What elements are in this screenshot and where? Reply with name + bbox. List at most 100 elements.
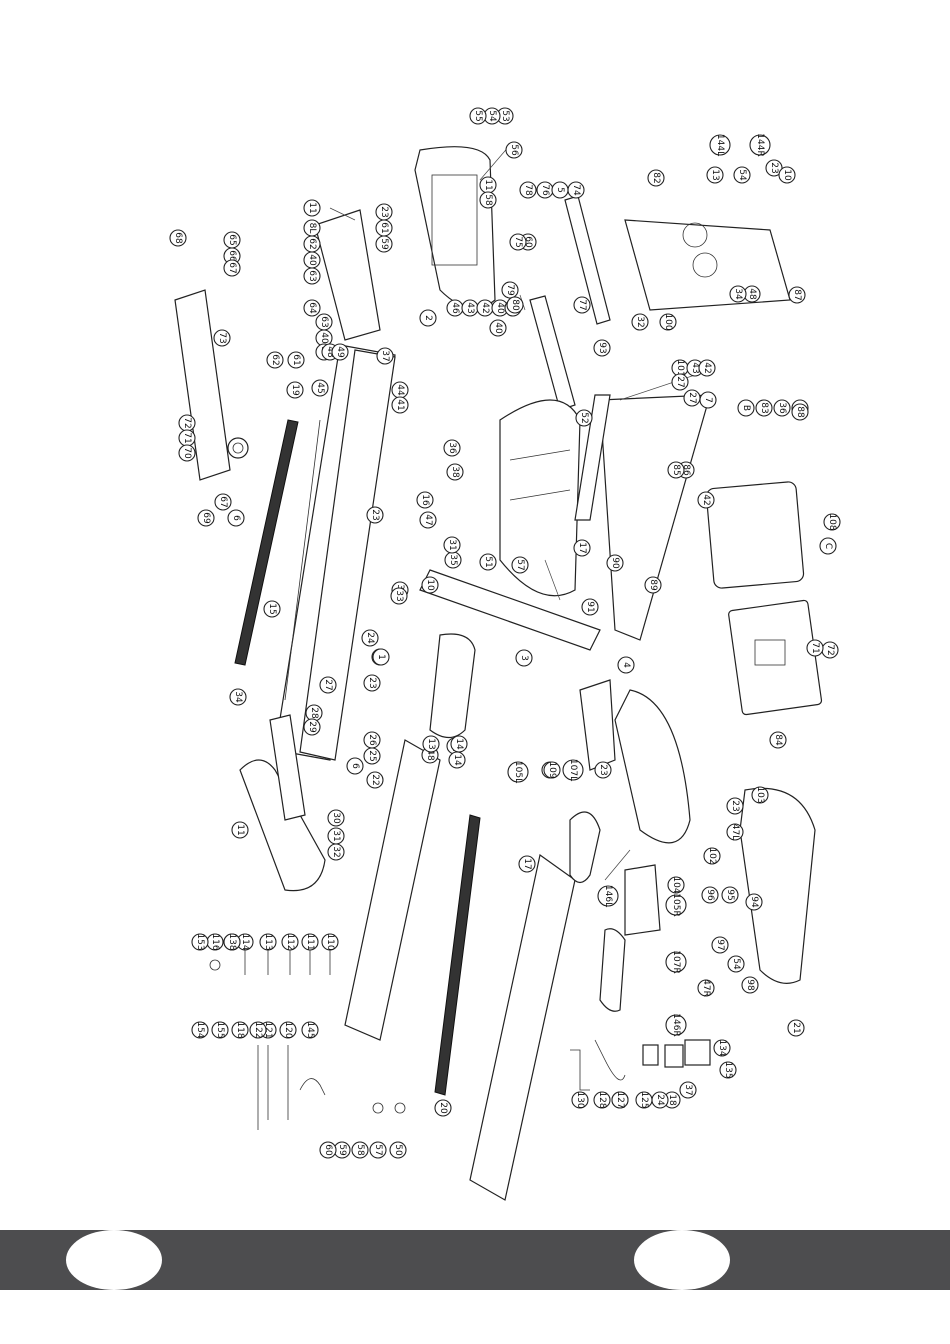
callout-circle — [327, 843, 345, 861]
callout-label: 105R — [671, 893, 681, 916]
callout-label: 113 — [263, 933, 273, 950]
callout-hardware_list-16: 50 — [389, 1141, 407, 1159]
callout-label: 52 — [579, 412, 589, 423]
callout-label: 111 — [305, 933, 315, 950]
callout-circle — [745, 893, 763, 911]
console-board — [624, 219, 791, 311]
callout-frame_side-1: 8L — [303, 219, 321, 237]
callout-label: 146L — [603, 885, 613, 907]
callout-hardware_list-18: 58 — [351, 1141, 369, 1159]
callout-label: 37 — [683, 1084, 693, 1095]
callout-circle — [469, 107, 487, 125]
callout-base-15: 15 — [263, 600, 281, 618]
callout-label: 83 — [759, 402, 769, 413]
callout-label: 95 — [725, 889, 735, 900]
callout-circle — [479, 191, 497, 209]
callout-circle — [806, 639, 824, 657]
callout-circle — [249, 1021, 267, 1039]
callout-label: 1 — [376, 654, 386, 660]
callout-label: 7 — [703, 397, 713, 403]
motor-cover — [314, 209, 381, 341]
callout-circle — [375, 235, 393, 253]
callout-circle — [593, 1091, 611, 1109]
callout-label: 79 — [505, 284, 515, 296]
callout-label: 107R — [671, 950, 681, 973]
callout-label: 35 — [448, 554, 458, 565]
callout-label: 23 — [598, 764, 608, 775]
callout-hardware_list-3: 113 — [259, 933, 277, 951]
callout-label: 89 — [648, 579, 658, 591]
callout-label: 75 — [513, 236, 523, 247]
deck-board — [344, 739, 441, 1041]
callout-circle — [303, 199, 321, 217]
callout-circle — [443, 439, 461, 457]
motor-pod — [429, 633, 476, 739]
callout-covers-21: 21 — [787, 1019, 805, 1037]
callout-label: 23 — [367, 677, 377, 688]
callout-base-0: 65 — [223, 231, 241, 249]
callout-circle — [446, 463, 464, 481]
callout-circle — [422, 735, 440, 753]
callout-circle — [266, 351, 284, 369]
callout-label: 109 — [547, 761, 557, 778]
callout-frame_side-9: 46 — [446, 299, 464, 317]
callout-circle — [376, 347, 394, 365]
callout-right_parts-7: 10 — [778, 166, 796, 184]
callout-base-18: 34 — [229, 688, 247, 706]
callout-top_console-16: 74 — [567, 181, 585, 199]
callout-label: 27 — [323, 679, 333, 690]
callout-top_console-12: 75 — [509, 233, 527, 251]
callout-hardware_list-2: 112 — [281, 933, 299, 951]
callout-covers-6: 17 — [518, 855, 536, 873]
callout-circle — [671, 373, 689, 391]
callout-covers-7: 146L — [597, 885, 619, 907]
callout-label: 108 — [827, 513, 837, 530]
callout-circle — [581, 598, 599, 616]
callout-frame_side-21: 38 — [446, 463, 464, 481]
callout-label: 96 — [705, 889, 715, 901]
callout-circle — [635, 1091, 653, 1109]
callout-circle — [606, 554, 624, 572]
callout-label: 44 — [395, 384, 405, 396]
callout-base-7: 70 — [178, 444, 196, 462]
callout-right_parts-8: 87 — [788, 286, 806, 304]
callout-label: 31 — [447, 539, 457, 550]
callout-label: 23 — [370, 509, 380, 520]
callout-circle — [551, 181, 569, 199]
callout-circle — [223, 259, 241, 277]
callout-frame_side-18: 45 — [311, 379, 329, 397]
callout-circle — [659, 313, 677, 331]
callout-hardware_list-1: 111 — [301, 933, 319, 951]
callout-frame_side-12: 40 — [491, 299, 509, 317]
callout-top_console-11: 76 — [536, 181, 554, 199]
callout-label: 24 — [655, 1094, 665, 1106]
callout-covers-31: 130 — [571, 1091, 589, 1109]
running-belt — [469, 853, 576, 1201]
callout-circle — [223, 933, 241, 951]
callout-circle — [489, 319, 507, 337]
callout-label: 40 — [319, 332, 329, 344]
display-panels — [705, 481, 823, 716]
callout-label: 38 — [450, 466, 460, 478]
callout-label: 37 — [380, 350, 390, 361]
callout-label: 40 — [307, 254, 317, 266]
callout-circle — [363, 731, 381, 749]
callout-label: 120 — [283, 1021, 293, 1038]
callout-circle — [726, 797, 744, 815]
callout-label: 47 — [423, 514, 433, 525]
callout-circle — [787, 1019, 805, 1037]
callout-base-31: 23 — [363, 674, 381, 692]
callout-hardware_list-10: 120 — [279, 1021, 297, 1039]
callout-covers-26: 18 — [663, 1091, 681, 1109]
callout-hardware_list-17: 57 — [369, 1141, 387, 1159]
main-frame — [274, 344, 396, 761]
callout-circle — [755, 399, 773, 417]
callout-top_console-10: 78 — [519, 181, 537, 199]
callout-circle — [697, 979, 715, 997]
callout-covers-15: 95 — [721, 886, 739, 904]
callout-base-8: 69 — [197, 509, 215, 527]
callout-base-16: 24 — [361, 629, 379, 647]
callout-label: 145 — [305, 1021, 315, 1038]
callout-circle — [416, 491, 434, 509]
callout-label: 57 — [373, 1144, 383, 1155]
